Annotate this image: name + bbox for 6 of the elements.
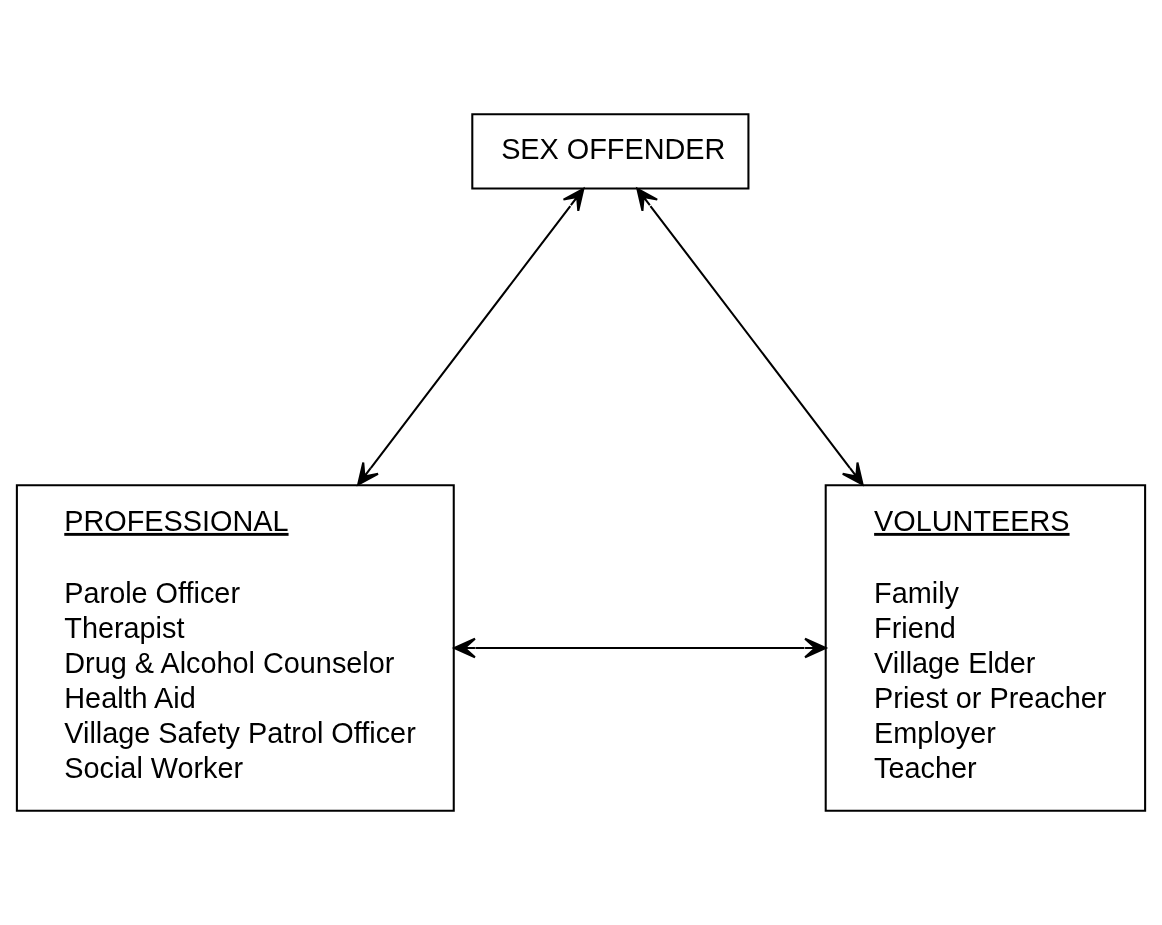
arrow	[453, 637, 827, 659]
arrow	[636, 187, 864, 486]
node-box: PROFESSIONAL Parole Officer Therapist Drug & Alcohol Counselor Health Aid Village Safety Patrol Officer Social Worker	[15, 484, 455, 812]
node-box: SEX OFFENDER	[471, 113, 750, 190]
arrow	[357, 187, 585, 486]
node-box: VOLUNTEERS Family Friend Village Elder Priest or Preacher Employer Teacher	[824, 484, 1147, 812]
